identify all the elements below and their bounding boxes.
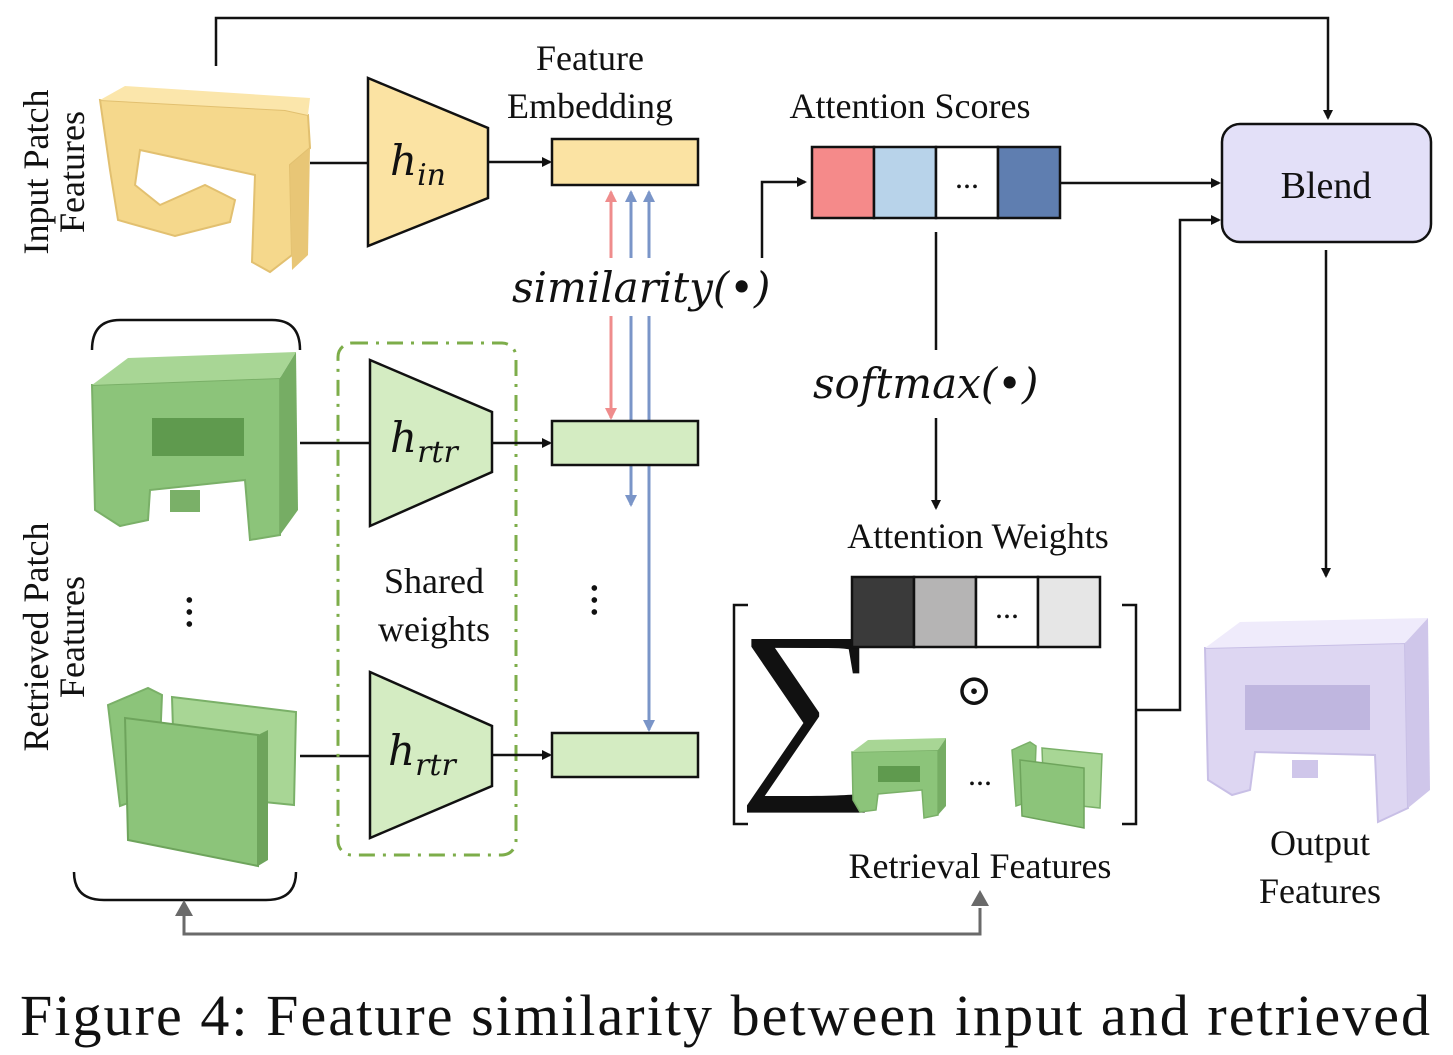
input-embedding-bar — [550, 137, 700, 187]
score-cell-3 — [934, 145, 1000, 220]
hadamard-symbol: ⊙ — [956, 666, 993, 715]
sum-right-bracket — [1122, 603, 1138, 826]
retrieved-patch-label-line1: Retrieved Patch — [16, 523, 56, 752]
input-patch-mesh — [98, 86, 312, 274]
shared-weights-label-line2: weights — [378, 609, 490, 649]
score-ellipsis: ... — [955, 159, 979, 195]
score-cell-2 — [872, 145, 938, 220]
retrieved-vertical-ellipsis: ... — [176, 594, 229, 630]
retrieved-encoder-2 — [368, 670, 494, 840]
retrieved-embedding-bar-2 — [550, 731, 700, 779]
input-encoder — [366, 76, 490, 248]
weight-cell-4 — [1036, 575, 1102, 649]
retrieval-feedback-line — [182, 908, 982, 936]
attention-weights-bar: ... — [850, 575, 1102, 649]
softmax-label: softmax(•) — [813, 359, 1038, 408]
retrieved-embedding-bar-1 — [550, 419, 700, 467]
retrieved-mesh-1 — [90, 352, 298, 542]
embedding-vertical-ellipsis: ... — [581, 582, 634, 618]
output-label-line2: Features — [1259, 871, 1381, 911]
input-patch-label-line1: Input Patch — [16, 90, 56, 255]
weight-cell-3 — [974, 575, 1040, 649]
weight-cell-2 — [912, 575, 978, 649]
feature-embedding-label-line1: Feature — [536, 38, 644, 78]
weight-ellipsis: ... — [995, 589, 1019, 625]
retrieval-feedback-arrowhead-right — [971, 890, 989, 906]
feature-embedding-label-line2: Embedding — [507, 86, 673, 126]
similarity-label-bg — [505, 258, 790, 316]
score-cell-1 — [810, 145, 876, 220]
retrieval-features-label: Retrieval Features — [849, 846, 1112, 886]
weight-cell-1 — [850, 575, 916, 649]
output-label-line1: Output — [1270, 823, 1370, 863]
retrieved-patch-label-line2: Features — [52, 576, 92, 698]
retrieved-mesh-2 — [106, 686, 298, 868]
input-encoder-label: hin — [390, 136, 446, 193]
retrieval-feature-mesh-1 — [851, 738, 946, 819]
input-to-blend-arrow — [214, 16, 1333, 120]
retrieved-encoder-1 — [368, 358, 494, 528]
score-cell-4 — [996, 145, 1062, 220]
input-patch-label-line2: Features — [52, 111, 92, 233]
retrieval-feature-mesh-2 — [1011, 741, 1103, 829]
attention-weights-label: Attention Weights — [847, 516, 1108, 556]
retrieved-encoder-2-label: hrtr — [388, 726, 457, 783]
blend-box — [1220, 122, 1433, 244]
retrieved-encoder-1-label: hrtr — [390, 413, 459, 470]
retrieved-bottom-brace — [72, 871, 298, 902]
similarity-to-scores-arrow — [760, 177, 807, 258]
retrieval-features-ellipsis: ... — [968, 756, 992, 792]
output-mesh — [1203, 618, 1430, 824]
sum-left-bracket — [732, 603, 748, 826]
blend-label: Blend — [1281, 165, 1372, 207]
sum-to-blend-arrow — [1136, 215, 1221, 712]
figure-caption: Figure 4: Feature similarity between inp… — [20, 983, 1430, 1048]
shared-weights-group — [336, 341, 518, 857]
attention-scores-label: Attention Scores — [790, 86, 1031, 126]
similarity-label: similarity(•) — [512, 263, 770, 312]
retrieval-feedback-arrowhead-left — [175, 900, 193, 916]
attention-scores-bar: ... — [810, 145, 1062, 220]
shared-weights-label-line1: Shared — [384, 561, 484, 601]
retrieved-top-brace — [90, 318, 302, 351]
